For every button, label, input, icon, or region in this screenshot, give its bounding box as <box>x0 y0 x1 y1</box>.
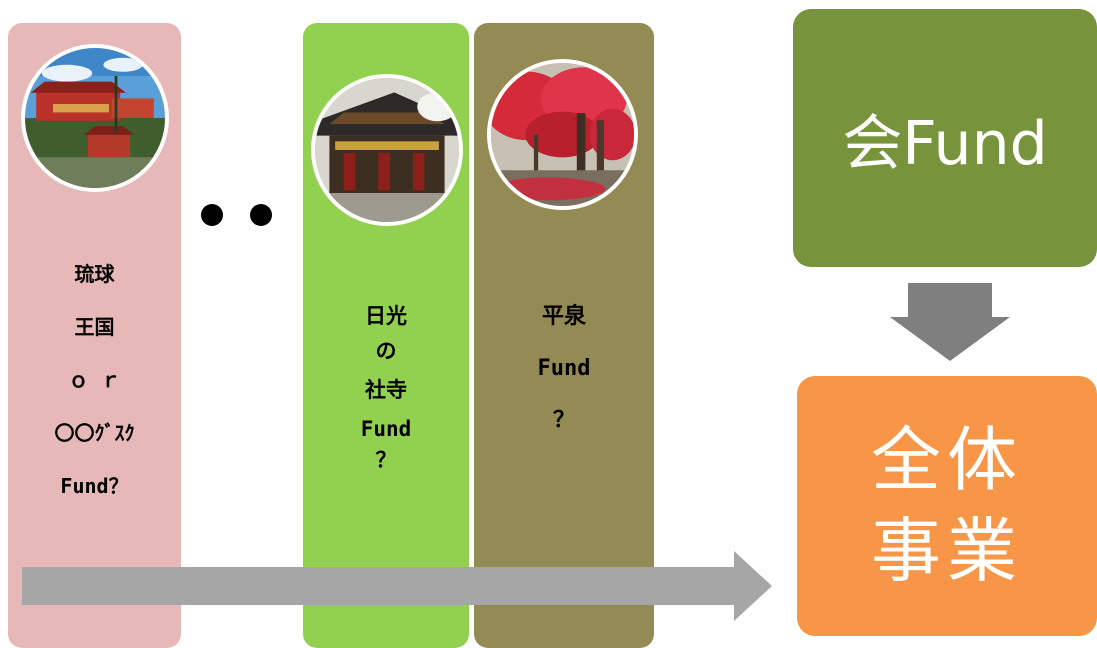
hiraizumi-line-3: ？ <box>552 408 575 433</box>
ryukyu-label: 琉球 王国 ｏ ｒ 〇〇ｸﾞｽｸ Fund？ <box>8 248 181 513</box>
timeline-arrow <box>22 551 772 621</box>
ellipsis-dot-2 <box>250 204 272 226</box>
ellipsis-dot-1 <box>201 204 223 226</box>
nikko-line-3: 社寺 <box>365 378 407 402</box>
hiraizumi-column: 平泉 Fund ？ <box>474 23 654 648</box>
autumn-maple-photo <box>487 59 638 210</box>
kai-fund-box: 会Fund <box>793 9 1097 267</box>
zentai-line-2: 事業 <box>871 510 1023 592</box>
ryukyu-line-1: 琉球 <box>74 262 115 286</box>
nikko-label: 日光 の 社寺 Fund ？ <box>303 299 469 473</box>
hiraizumi-label: 平泉 Fund ？ <box>474 291 654 447</box>
nikko-column: 日光 の 社寺 Fund ？ <box>303 23 469 648</box>
hiraizumi-line-2: Fund <box>537 356 591 381</box>
nikko-line-5: ？ <box>375 448 397 472</box>
nikko-line-2: の <box>375 339 397 363</box>
down-arrow <box>890 283 1010 361</box>
ryukyu-line-3: ｏ ｒ <box>68 368 121 392</box>
hiraizumi-line-1: 平泉 <box>541 304 586 329</box>
zentai-jigyo-box: 全体 事業 <box>797 376 1097 636</box>
nikko-line-1: 日光 <box>365 304 407 328</box>
shuri-castle-photo <box>21 44 169 192</box>
ryukyu-column: 琉球 王国 ｏ ｒ 〇〇ｸﾞｽｸ Fund？ <box>8 23 181 648</box>
nikko-shrine-photo <box>311 74 463 226</box>
ryukyu-line-4: 〇〇ｸﾞｽｸ <box>54 421 135 445</box>
kai-fund-label: 会Fund <box>842 108 1048 179</box>
nikko-line-4: Fund <box>360 417 412 441</box>
ryukyu-line-2: 王国 <box>74 315 115 339</box>
ryukyu-line-5: Fund？ <box>60 474 129 498</box>
zentai-line-1: 全体 <box>871 419 1023 501</box>
